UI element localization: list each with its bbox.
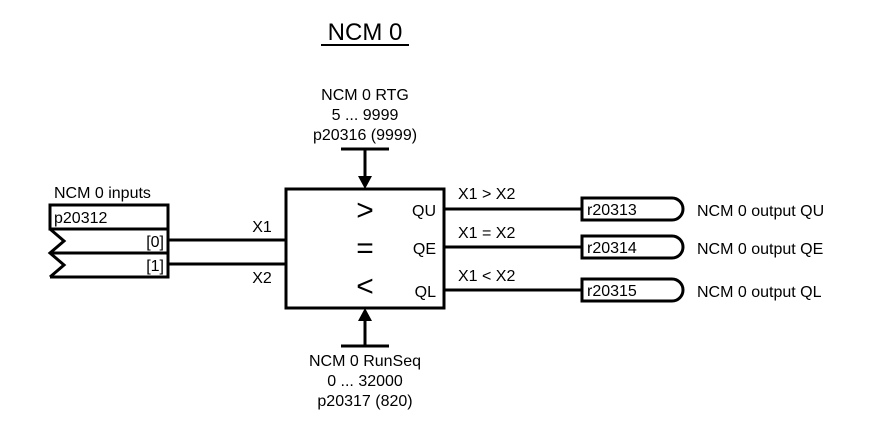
inputs-label: NCM 0 inputs <box>54 185 151 202</box>
arrow-up-icon <box>358 308 372 321</box>
output-connector-qu <box>580 196 685 222</box>
output-param-qu: r20313 <box>587 202 637 219</box>
top-param-range: 5 ... 9999 <box>332 107 399 124</box>
inputs-param: p20312 <box>54 210 107 227</box>
output-param-qe: r20314 <box>587 240 637 257</box>
output-label-qu: NCM 0 output QU <box>697 203 824 220</box>
bottom-param-value: p20317 (820) <box>317 393 412 410</box>
inputs-param-box <box>48 203 170 231</box>
block-output-qe: QE <box>413 241 436 258</box>
output-param-ql: r20315 <box>587 283 637 300</box>
output-qe: r20314 NCM 0 output QE <box>580 234 823 260</box>
bottom-param-range: 0 ... 32000 <box>327 373 403 390</box>
input-index-0: [0] <box>146 234 164 251</box>
condition-greater: X1 > X2 <box>458 186 515 203</box>
block-output-qu: QU <box>412 203 436 220</box>
output-ql: r20315 NCM 0 output QL <box>580 277 822 303</box>
signal-x2-label: X2 <box>252 270 272 287</box>
output-connector-qe <box>580 234 685 260</box>
arrow-down-icon <box>358 176 372 189</box>
block-output-ql: QL <box>415 284 436 301</box>
top-param-value: p20316 (9999) <box>313 127 417 144</box>
operator-greater: > <box>356 194 374 227</box>
zigzag-edge-icon <box>47 227 67 279</box>
inputs-block: NCM 0 inputs p20312 [0] [1] <box>47 185 170 279</box>
bottom-parameter: NCM 0 RunSeq 0 ... 32000 p20317 (820) <box>309 308 421 410</box>
output-label-qe: NCM 0 output QE <box>697 241 823 258</box>
top-parameter: NCM 0 RTG 5 ... 9999 p20316 (9999) <box>313 87 417 189</box>
output-label-ql: NCM 0 output QL <box>697 284 822 301</box>
signal-x1-label: X1 <box>252 219 272 236</box>
top-param-name: NCM 0 RTG <box>321 87 409 104</box>
comparator-block <box>284 187 446 310</box>
input-index-1: [1] <box>146 258 164 275</box>
bottom-param-name: NCM 0 RunSeq <box>309 353 421 370</box>
diagram-title: NCM 0 <box>328 19 403 46</box>
operator-less: < <box>356 270 374 303</box>
condition-equal: X1 = X2 <box>458 225 515 242</box>
output-connector-ql <box>580 277 685 303</box>
operator-equal: = <box>356 232 374 265</box>
condition-less: X1 < X2 <box>458 268 515 285</box>
output-qu: r20313 NCM 0 output QU <box>580 196 824 222</box>
